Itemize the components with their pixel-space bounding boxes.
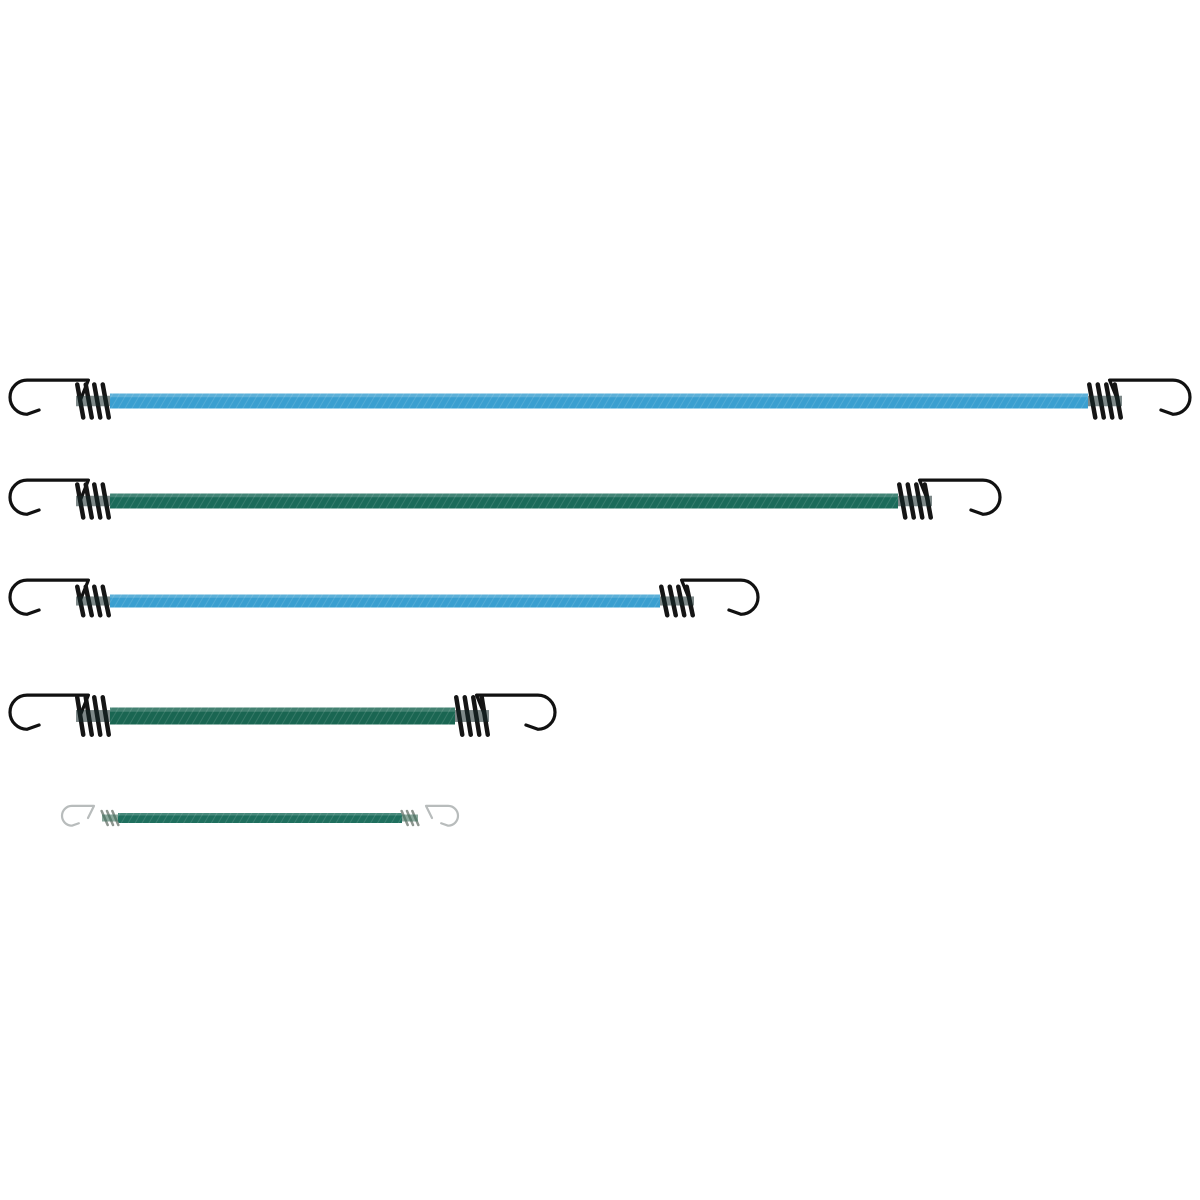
spring-coil-icon xyxy=(897,482,933,520)
spring-coil-icon xyxy=(1087,382,1123,420)
cord-weave-texture xyxy=(110,707,455,725)
hook-icon xyxy=(8,478,90,516)
hook-icon xyxy=(8,378,90,416)
hook-icon xyxy=(918,478,1002,516)
spring-coil-icon xyxy=(75,584,111,618)
cord-highlight xyxy=(110,594,660,598)
bungee-cord xyxy=(8,693,557,737)
hook-icon xyxy=(1108,378,1192,416)
cord-highlight xyxy=(110,393,1088,398)
spring-coil-icon xyxy=(75,695,111,737)
hook-icon xyxy=(475,693,557,731)
bungee-cord xyxy=(8,378,1192,420)
bungee-cord-set xyxy=(8,378,1192,827)
spring-coil-icon xyxy=(75,482,111,520)
cord-highlight xyxy=(110,707,455,712)
hook-icon xyxy=(60,804,96,827)
cord-weave-texture xyxy=(110,393,1088,409)
hook-icon xyxy=(680,578,760,616)
hook-icon xyxy=(8,578,90,616)
spring-coil-icon xyxy=(100,809,120,827)
cord-weave-texture xyxy=(110,493,898,509)
cord-weave-texture xyxy=(118,813,402,823)
spring-coil-icon xyxy=(400,809,420,827)
bungee-cord xyxy=(60,804,460,827)
spring-coil-icon xyxy=(75,382,111,420)
hook-icon xyxy=(8,693,90,731)
spring-coil-icon xyxy=(659,584,695,618)
cord-highlight xyxy=(110,493,898,498)
hook-icon xyxy=(424,804,460,827)
spring-coil-icon xyxy=(454,695,490,737)
bungee-cord xyxy=(8,478,1002,520)
cord-highlight xyxy=(118,813,402,816)
cord-weave-texture xyxy=(110,594,660,608)
bungee-cord xyxy=(8,578,760,618)
